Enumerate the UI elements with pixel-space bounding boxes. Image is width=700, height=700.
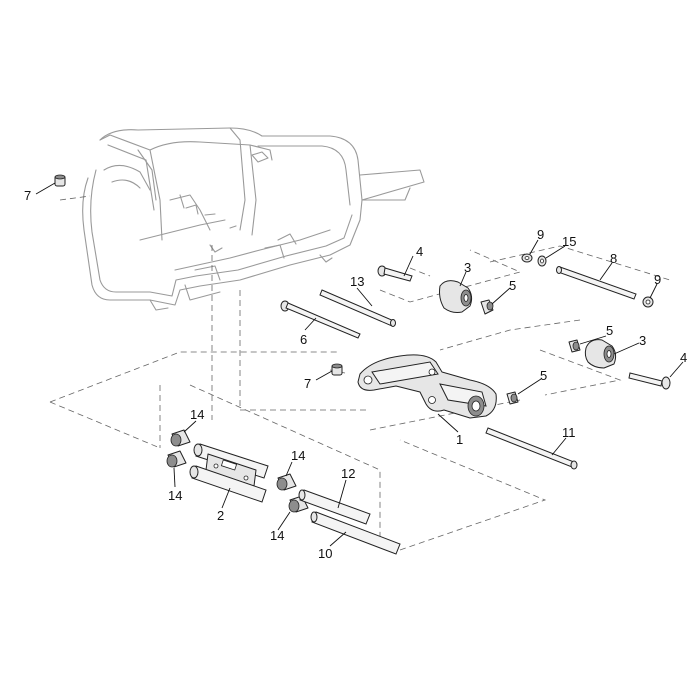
callout-14-c: 14 (291, 448, 305, 463)
part-1-swing-arm (357, 354, 497, 419)
part-7-nut-lower (331, 363, 343, 376)
callout-4-lower: 4 (680, 350, 687, 365)
part-6-bolt (280, 300, 361, 339)
part-14-bushing-c (276, 473, 297, 491)
part-15-washer (537, 255, 547, 267)
callout-12: 12 (341, 466, 355, 481)
callout-11: 11 (562, 425, 576, 440)
callout-3-upper: 3 (464, 260, 471, 275)
part-13-rod (319, 289, 396, 327)
part-5-collar-lower (506, 391, 519, 405)
assembly-dashed-lines (49, 195, 671, 551)
callout-13: 13 (350, 274, 364, 289)
part-4-bolt-lower (628, 372, 671, 390)
callout-2: 2 (217, 508, 224, 523)
part-4-bolt-upper (377, 265, 413, 282)
callout-15: 15 (562, 234, 576, 249)
callout-7-upper: 7 (24, 188, 31, 203)
callout-5-upper: 5 (509, 278, 516, 293)
callout-8: 8 (610, 251, 617, 266)
part-14-bushing-b (166, 450, 187, 468)
part-12-rod (298, 489, 371, 525)
callout-labels: 7 13 4 3 5 9 15 8 9 6 7 5 3 4 5 1 11 14 … (24, 188, 687, 561)
callout-9-upper: 9 (537, 227, 544, 242)
vehicle-frame (82, 127, 425, 311)
callout-7-lower: 7 (304, 376, 311, 391)
part-2-hinge-bracket (189, 443, 269, 503)
part-10-rod (310, 511, 401, 555)
callout-5-middle: 5 (606, 323, 613, 338)
callout-14-d: 14 (270, 528, 284, 543)
callout-14-b: 14 (168, 488, 182, 503)
part-11-rod (485, 427, 578, 470)
part-3-bushing-upper (439, 280, 473, 313)
callout-10: 10 (318, 546, 332, 561)
callout-14-a: 14 (190, 407, 204, 422)
callout-5-lower: 5 (540, 368, 547, 383)
part-7-nut-upper (54, 174, 66, 187)
callout-3-lower: 3 (639, 333, 646, 348)
part-3-bushing-lower (584, 339, 617, 369)
leader-lines (35, 182, 684, 547)
part-5-collar-upper (480, 299, 494, 315)
part-9-nut-lower (642, 296, 654, 308)
callout-6: 6 (300, 332, 307, 347)
part-8-rod (556, 266, 637, 300)
part-14-bushing-a (170, 429, 191, 447)
part-5-collar-middle (568, 339, 581, 353)
part-9-nut-upper (521, 253, 533, 263)
callout-9-lower: 9 (654, 272, 661, 287)
callout-4-upper: 4 (416, 244, 423, 259)
callout-1: 1 (456, 432, 463, 447)
